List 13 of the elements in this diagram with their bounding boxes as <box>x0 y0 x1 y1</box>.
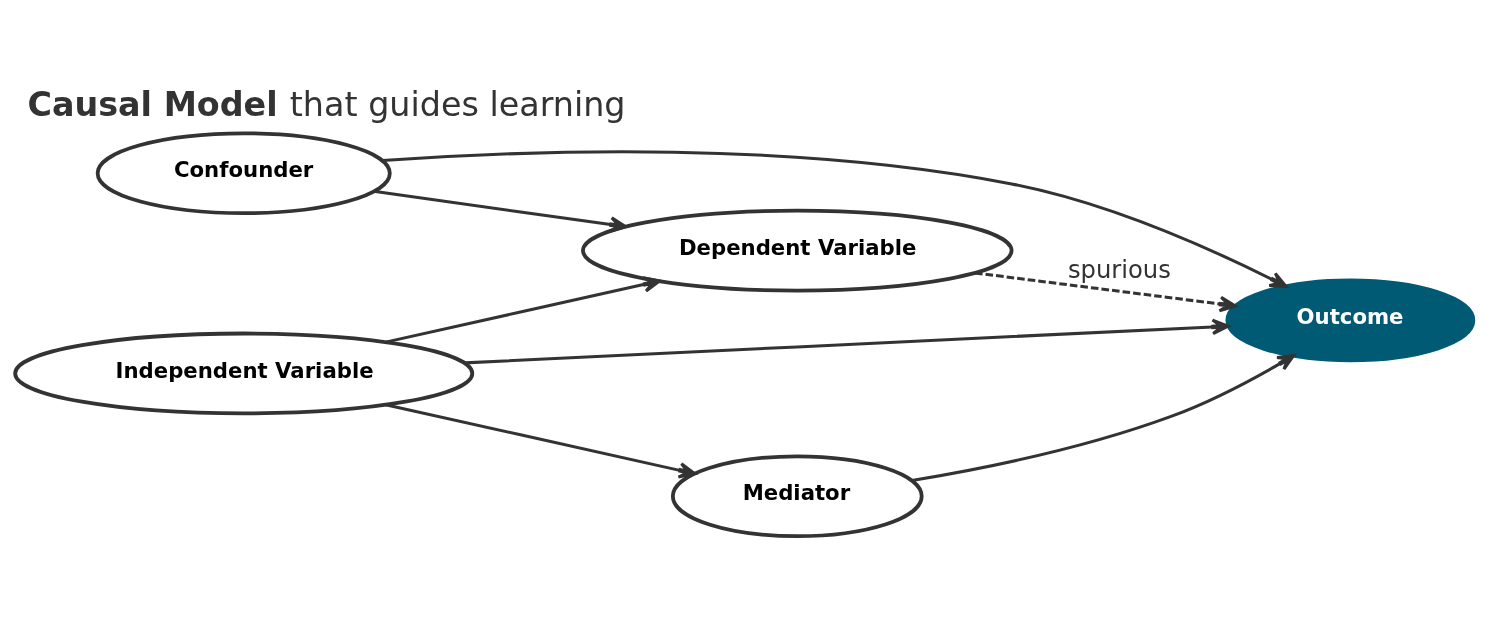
arrow <box>464 318 1230 365</box>
arrow <box>382 150 1288 288</box>
edge-label: spurious <box>1067 254 1171 284</box>
arrow <box>911 354 1296 483</box>
arrow <box>385 276 661 344</box>
node-ellipse: Outcome <box>1225 278 1476 363</box>
arrow <box>385 403 697 479</box>
arrow <box>373 189 628 233</box>
diagram-title: Causal Model that guides learning <box>27 85 626 125</box>
node-ellipse: Confounder <box>95 131 392 216</box>
node-ellipse: Mediator <box>670 454 924 539</box>
node-ellipse: Independent Variable <box>13 331 475 416</box>
arrow <box>974 271 1237 313</box>
